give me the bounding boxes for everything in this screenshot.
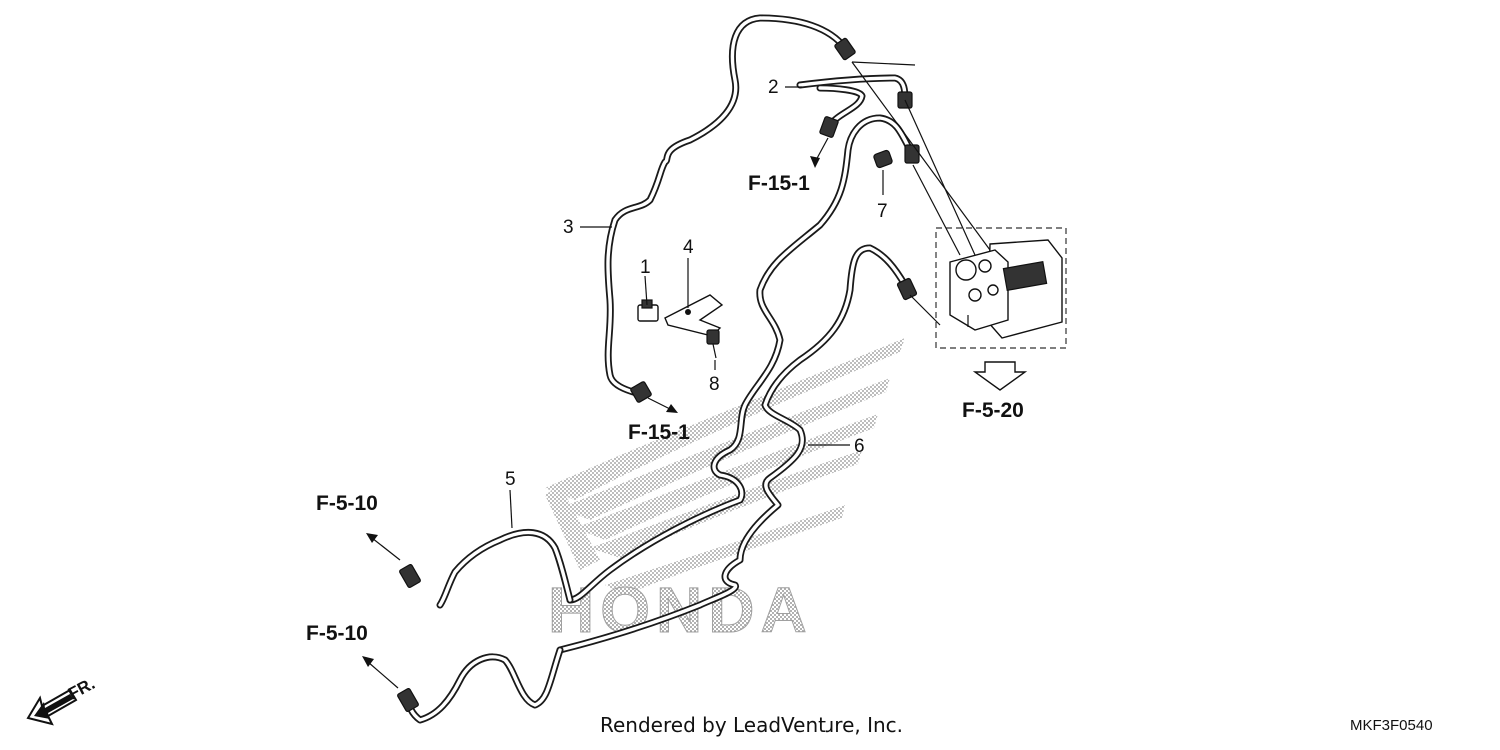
callout-1: 1	[640, 257, 651, 278]
bolt-7	[873, 149, 893, 169]
callout-6: 6	[854, 436, 865, 457]
down-arrow-icon	[972, 361, 1028, 391]
flare-nut-icon	[904, 144, 920, 164]
callout-8: 8	[709, 374, 720, 395]
pipe-bracket-4	[664, 294, 724, 337]
bolt-8	[706, 329, 720, 359]
abs-modulator-unit	[935, 227, 1067, 349]
honda-wing-watermark	[545, 338, 905, 595]
flare-nut-icon	[397, 687, 419, 713]
callout-2: 2	[768, 77, 779, 98]
flare-nut-icon	[819, 116, 839, 138]
callout-4: 4	[683, 237, 694, 258]
rendered-by-credit: Rendered by LeadVentɹre, Inc.	[600, 713, 903, 737]
reference-f-5-10-upper[interactable]: F-5-10	[316, 492, 378, 515]
flare-nut-icon	[896, 277, 918, 301]
callout-7: 7	[877, 201, 888, 222]
brake-pipe-3	[604, 14, 856, 403]
flare-nut-icon	[834, 37, 856, 61]
reference-f-5-10-lower[interactable]: F-5-10	[306, 622, 368, 645]
callout-3: 3	[563, 217, 574, 238]
reference-f-15-1-lower[interactable]: F-15-1	[628, 421, 690, 444]
flare-nut-icon	[630, 381, 652, 403]
flare-nut-icon	[399, 563, 421, 589]
callout-5: 5	[505, 469, 516, 490]
reference-f-15-1-upper[interactable]: F-15-1	[748, 172, 810, 195]
reference-arrows	[362, 137, 1028, 689]
reference-f-5-20[interactable]: F-5-20	[962, 399, 1024, 422]
diagram-code: MKF3F0540	[1350, 717, 1433, 734]
front-direction-indicator: FR.	[26, 674, 98, 726]
brake-pipe-5	[397, 528, 574, 724]
pipe-clamp-1	[637, 299, 659, 322]
leader-lines	[509, 61, 991, 529]
brake-pipe-6	[556, 114, 920, 654]
